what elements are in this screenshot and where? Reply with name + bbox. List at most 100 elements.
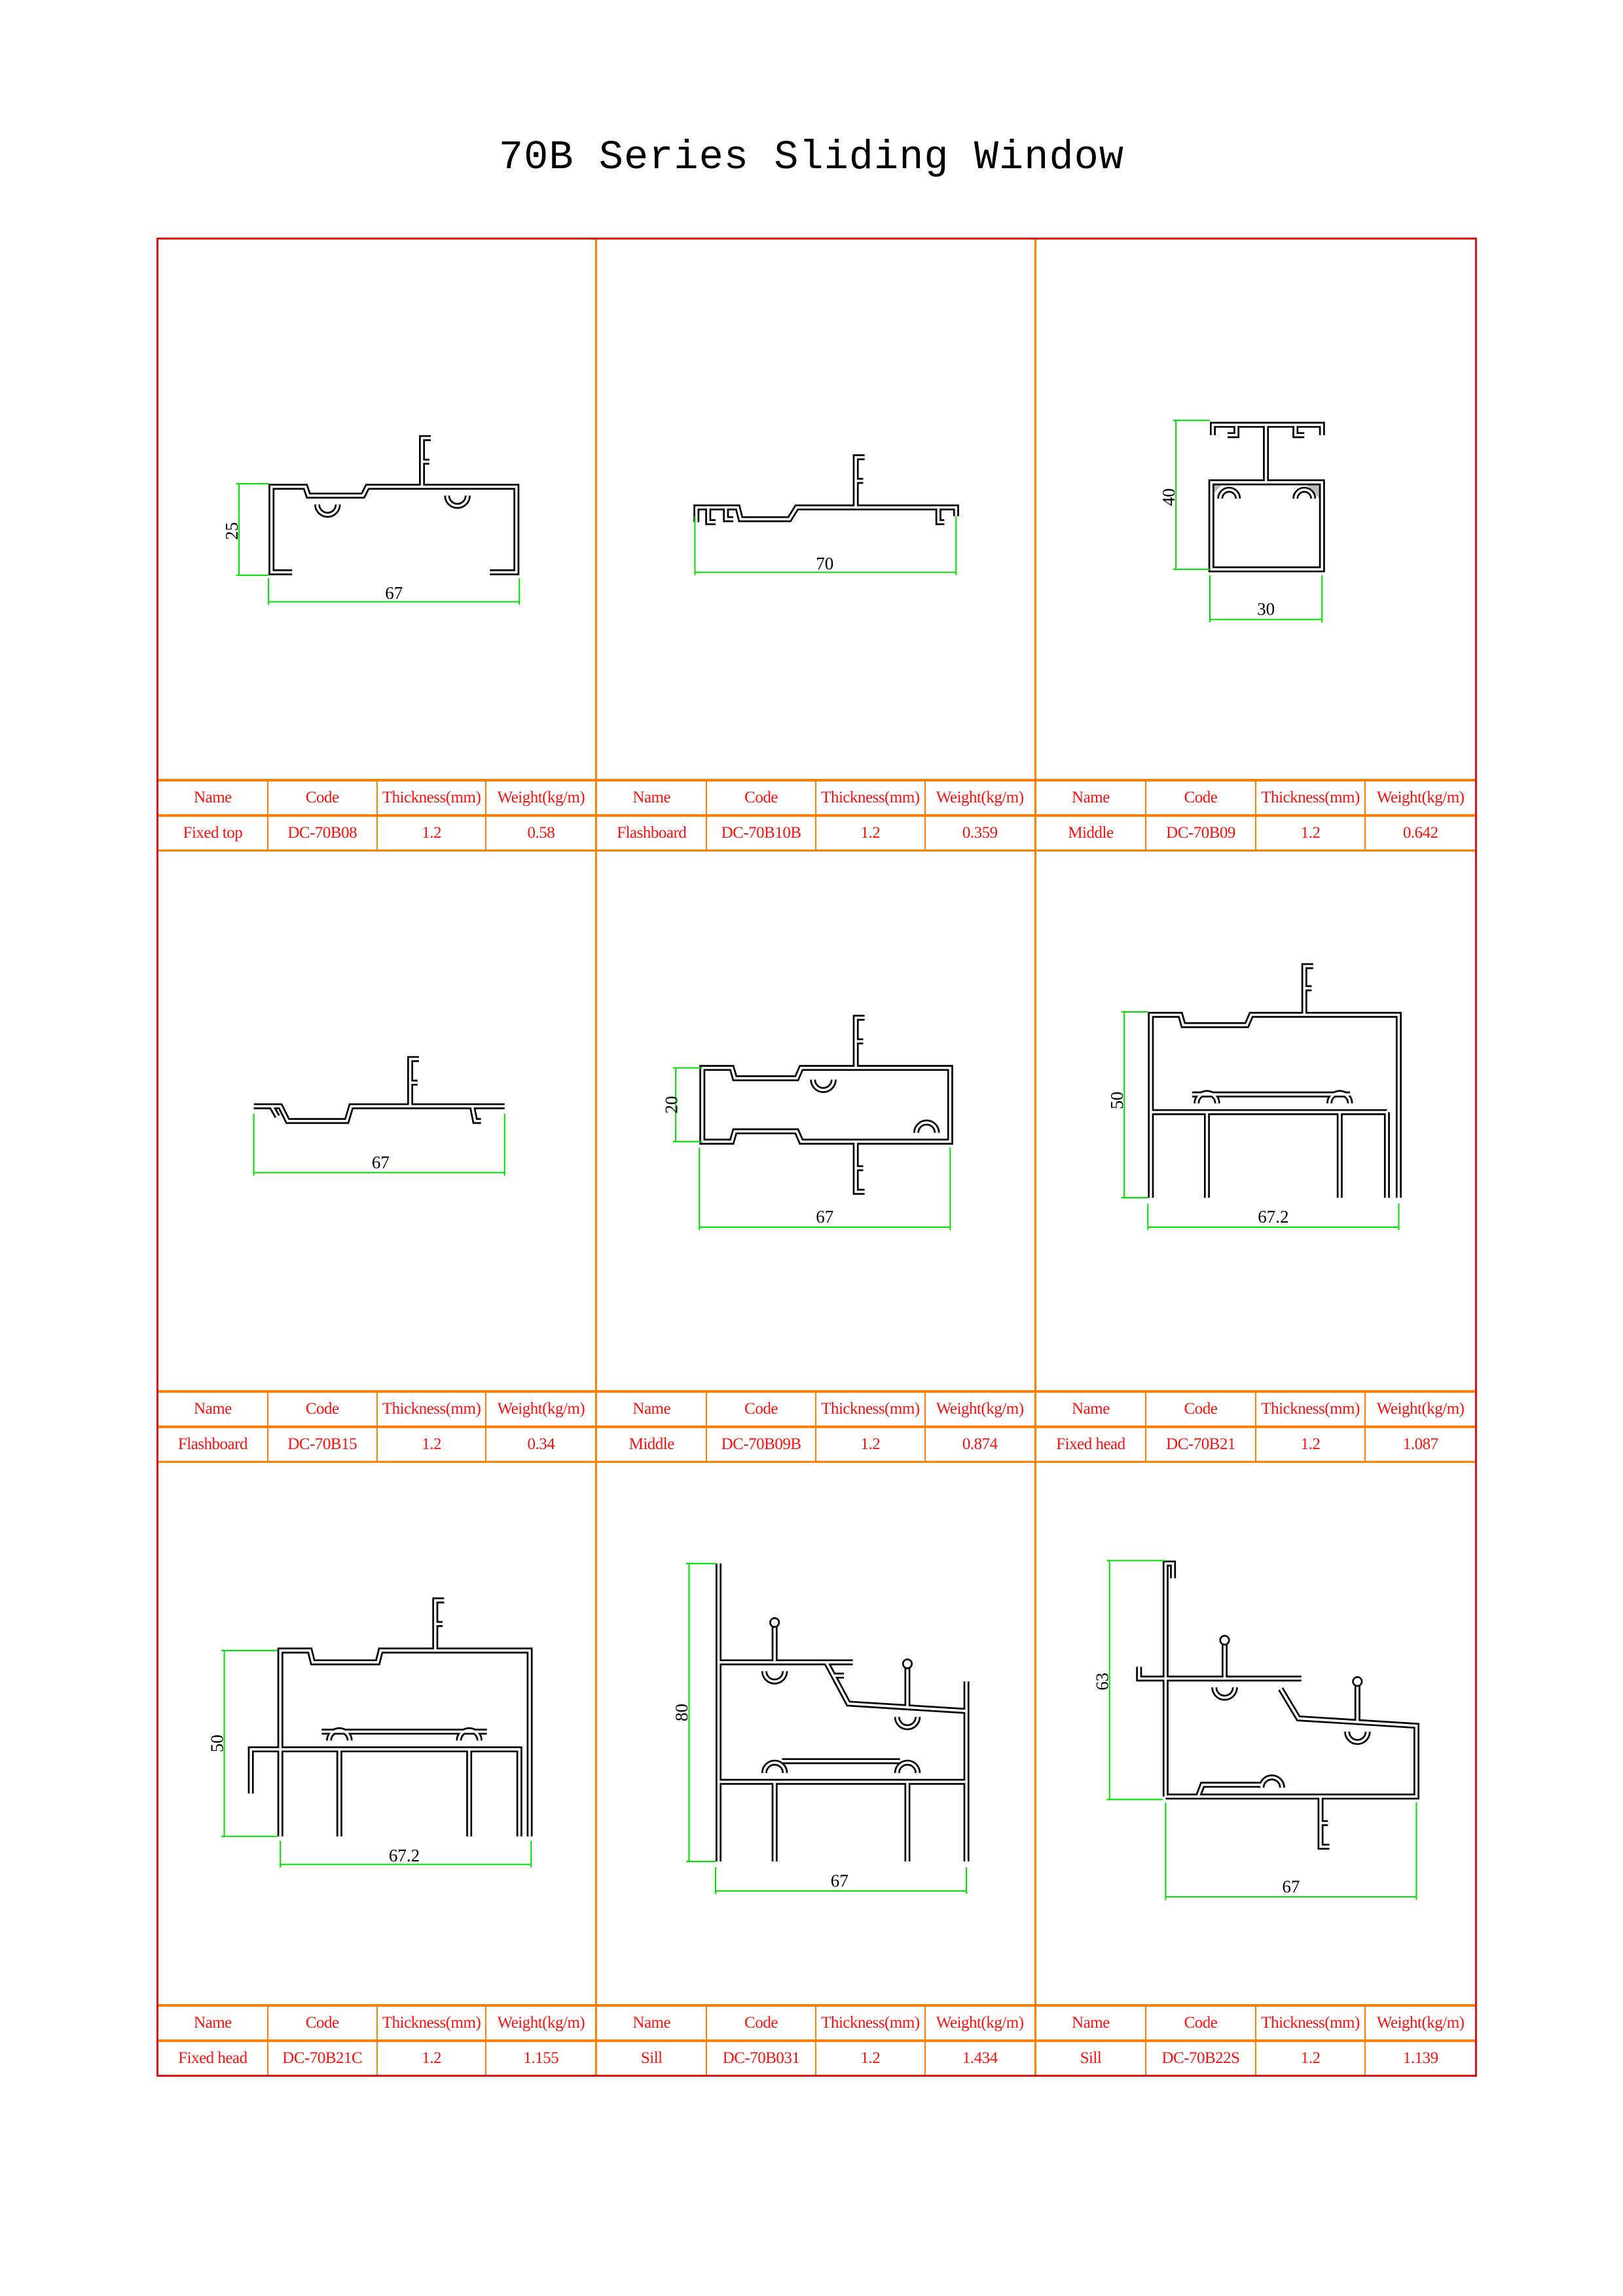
header-name: Name [1036, 778, 1147, 816]
value-thickness: 1.2 [376, 814, 487, 850]
value-code: DC-70B09B [706, 1426, 816, 1462]
drawing-area [158, 240, 595, 779]
header-thickness: Thickness(mm) [815, 1390, 926, 1427]
value-weight: 0.874 [924, 1426, 1034, 1462]
value-weight: 1.087 [1365, 1426, 1475, 1462]
value-code: DC-70B08 [267, 814, 378, 850]
header-thickness: Thickness(mm) [376, 2004, 487, 2041]
header-name: Name [158, 778, 268, 816]
value-name: Flashboard [158, 1426, 268, 1462]
value-weight: 1.155 [486, 2039, 596, 2075]
header-thickness: Thickness(mm) [1255, 2004, 1366, 2041]
header-name: Name [1036, 2004, 1147, 2041]
value-weight: 1.139 [1365, 2039, 1475, 2075]
header-name: Name [597, 1390, 708, 1427]
drawing-area [1036, 240, 1475, 779]
header-thickness: Thickness(mm) [1255, 1390, 1366, 1427]
value-weight: 0.359 [924, 814, 1034, 850]
value-name: Flashboard [597, 814, 708, 850]
header-thickness: Thickness(mm) [815, 2004, 926, 2041]
drawing-area [1036, 852, 1475, 1391]
header-thickness: Thickness(mm) [1255, 778, 1366, 816]
header-name: Name [158, 2004, 268, 2041]
value-name: Fixed top [158, 814, 268, 850]
header-name: Name [597, 778, 708, 816]
value-name: Fixed head [158, 2039, 268, 2075]
value-thickness: 1.2 [815, 814, 926, 850]
value-code: DC-70B031 [706, 2039, 816, 2075]
header-weight: Weight(kg/m) [486, 778, 596, 816]
value-code: DC-70B22S [1146, 2039, 1256, 2075]
header-code: Code [706, 1390, 816, 1427]
header-weight: Weight(kg/m) [924, 778, 1034, 816]
header-code: Code [706, 2004, 816, 2041]
value-name: Fixed head [1036, 1426, 1147, 1462]
header-thickness: Thickness(mm) [376, 1390, 487, 1427]
header-thickness: Thickness(mm) [376, 778, 487, 816]
value-code: DC-70B10B [706, 814, 816, 850]
header-weight: Weight(kg/m) [1365, 778, 1475, 816]
drawing-area [597, 1463, 1034, 2004]
header-thickness: Thickness(mm) [815, 778, 926, 816]
header-code: Code [1146, 1390, 1256, 1427]
header-name: Name [158, 1390, 268, 1427]
value-name: Middle [597, 1426, 708, 1462]
value-code: DC-70B09 [1146, 814, 1256, 850]
value-name: Sill [1036, 2039, 1147, 2075]
drawing-area [158, 1463, 595, 2004]
value-weight: 0.34 [486, 1426, 596, 1462]
value-thickness: 1.2 [815, 1426, 926, 1462]
value-weight: 0.58 [486, 814, 596, 850]
header-weight: Weight(kg/m) [1365, 1390, 1475, 1427]
value-name: Sill [597, 2039, 708, 2075]
drawing-area [1036, 1463, 1475, 2004]
value-name: Middle [1036, 814, 1147, 850]
header-weight: Weight(kg/m) [924, 2004, 1034, 2041]
header-code: Code [706, 778, 816, 816]
header-code: Code [1146, 778, 1256, 816]
value-code: DC-70B21C [267, 2039, 378, 2075]
value-thickness: 1.2 [376, 1426, 487, 1462]
value-thickness: 1.2 [1255, 1426, 1366, 1462]
header-weight: Weight(kg/m) [1365, 2004, 1475, 2041]
header-code: Code [267, 778, 378, 816]
value-thickness: 1.2 [376, 2039, 487, 2075]
header-name: Name [1036, 1390, 1147, 1427]
header-code: Code [1146, 2004, 1256, 2041]
drawing-area [158, 852, 595, 1391]
value-thickness: 1.2 [815, 2039, 926, 2075]
